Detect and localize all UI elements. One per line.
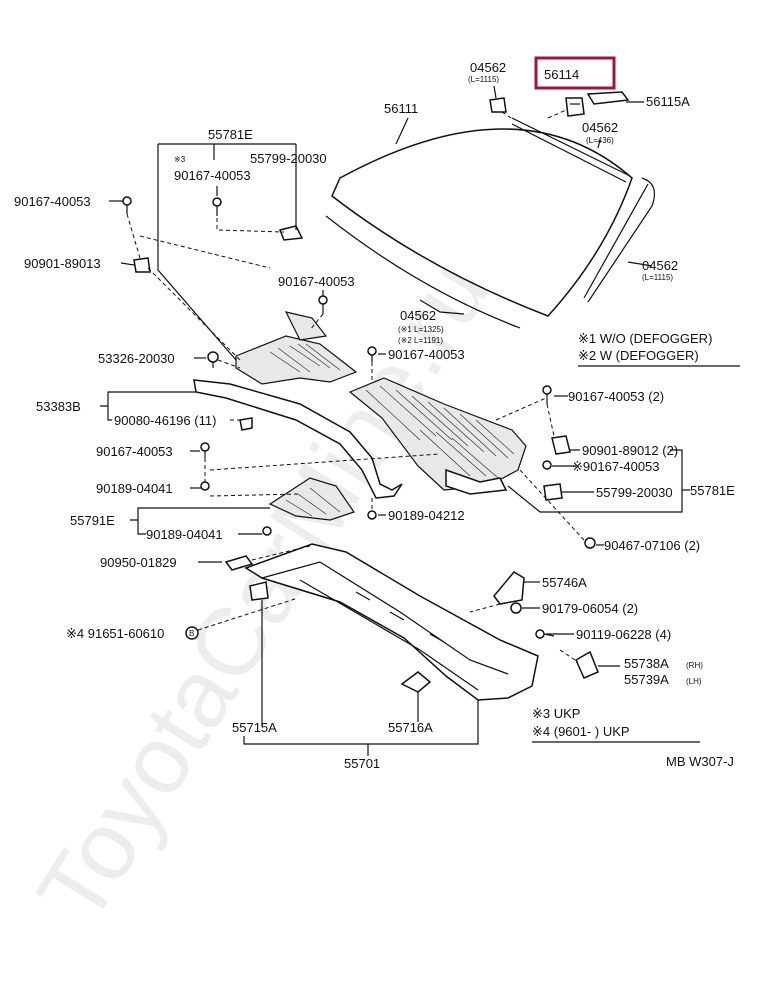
bolt-53326[interactable]: [207, 351, 219, 368]
label-90167-c[interactable]: 90167-40053: [388, 347, 465, 362]
label-90189-c[interactable]: 90189-04212: [388, 508, 465, 523]
label-90467[interactable]: 90467-07106 (2): [604, 538, 700, 553]
label-55799-top[interactable]: 55799-20030: [250, 151, 327, 166]
label-55791E[interactable]: 55791E: [70, 513, 115, 528]
label-90189-a[interactable]: 90189-04041: [96, 481, 173, 496]
label-04562-bottom[interactable]: 04562: [400, 308, 436, 323]
nut-90467[interactable]: [584, 537, 596, 549]
bolt-90167-b[interactable]: [318, 295, 328, 314]
label-55799-r[interactable]: 55799-20030: [596, 485, 673, 500]
clip-55799-r[interactable]: [543, 483, 563, 501]
leader-lines: [100, 85, 740, 756]
label-53326[interactable]: 53326-20030: [98, 351, 175, 366]
label-90080[interactable]: 90080-46196 (11): [114, 413, 216, 428]
label-04562-bottom-sub1: (※1 L=1325): [398, 325, 444, 334]
label-note3: ※3: [174, 155, 186, 164]
label-90901-r[interactable]: 90901-89012 (2): [582, 443, 678, 458]
bracket-55716A[interactable]: [400, 671, 432, 693]
label-90167-a[interactable]: 90167-40053: [174, 168, 251, 183]
cowl-panel-55701[interactable]: [244, 543, 539, 701]
label-04562-bottom-sub2: (※2 L=1191): [398, 336, 443, 345]
bolt-90167-e[interactable]: [200, 442, 210, 458]
label-90189-b[interactable]: 90189-04041: [146, 527, 223, 542]
bracket-55781E-left[interactable]: [235, 311, 358, 385]
rail-53383B[interactable]: [193, 379, 403, 499]
nut-90189-c[interactable]: [367, 510, 377, 520]
label-04562-mid[interactable]: 04562: [582, 120, 618, 135]
label-04562-mid-sub: (L=436): [586, 136, 614, 145]
clip-90901-r[interactable]: [551, 435, 571, 455]
bracket-55746A[interactable]: [493, 571, 525, 605]
label-55781E-r[interactable]: 55781E: [690, 483, 735, 498]
clip-90080[interactable]: [239, 417, 253, 431]
clip-55799-top[interactable]: [278, 225, 304, 241]
label-90179[interactable]: 90179-06054 (2): [542, 601, 638, 616]
highlight-box-56114: [534, 56, 616, 90]
clip-04562-top[interactable]: [489, 97, 507, 113]
label-04562-top-sub: (L=1115): [468, 75, 499, 84]
bracket-55715A[interactable]: [249, 581, 269, 601]
svg-text:B: B: [189, 629, 194, 638]
label-90167-b[interactable]: 90167-40053: [278, 274, 355, 289]
clip-90901-left[interactable]: [133, 257, 151, 273]
nut-90189-a[interactable]: [200, 481, 210, 491]
label-90119[interactable]: 90119-06228 (4): [576, 627, 671, 642]
label-90167-f[interactable]: ※90167-40053: [572, 459, 660, 474]
bolt-90167-left[interactable]: [122, 196, 132, 214]
clip-56115A[interactable]: [586, 91, 630, 105]
label-55738A-sub: (RH): [686, 661, 703, 670]
label-90950[interactable]: 90950-01829: [100, 555, 177, 570]
label-04562-right[interactable]: 04562: [642, 258, 678, 273]
legend-note2: ※2 W (DEFOGGER): [578, 348, 699, 363]
bolt-90167-top[interactable]: [212, 197, 222, 216]
bracket-55738A[interactable]: [575, 650, 599, 679]
molding-right[interactable]: [583, 177, 655, 303]
label-55715A[interactable]: 55715A: [232, 720, 277, 735]
reference-code: MB W307-J: [666, 754, 734, 769]
label-55781E-top[interactable]: 55781E: [208, 127, 253, 142]
nut-90179[interactable]: [510, 602, 522, 614]
bolt-90167-d[interactable]: [542, 385, 552, 404]
bracket-55791E[interactable]: [268, 477, 355, 521]
bolt-90167-f[interactable]: [542, 460, 552, 470]
label-56114[interactable]: 56114: [544, 67, 579, 82]
bolt-90119[interactable]: [535, 629, 555, 639]
windshield-glass[interactable]: [325, 128, 633, 329]
clip-56114[interactable]: [565, 97, 585, 117]
label-90167-left[interactable]: 90167-40053: [14, 194, 91, 209]
clip-91651[interactable]: B: [185, 626, 199, 640]
cap-90950[interactable]: [224, 555, 254, 571]
label-90901-left[interactable]: 90901-89013: [24, 256, 101, 271]
label-90167-d[interactable]: 90167-40053 (2): [568, 389, 664, 404]
label-04562-top[interactable]: 04562: [470, 60, 506, 75]
label-90167-e[interactable]: 90167-40053: [96, 444, 173, 459]
labels: 04562 (L=1115) 56114 56115A 56111 04562 …: [14, 60, 735, 771]
label-55701[interactable]: 55701: [344, 756, 380, 771]
label-55738A[interactable]: 55738A: [624, 656, 669, 671]
label-55746A[interactable]: 55746A: [542, 575, 587, 590]
label-55739A-sub: (LH): [686, 677, 702, 686]
label-56111[interactable]: 56111: [384, 101, 418, 116]
label-56115A[interactable]: 56115A: [646, 94, 690, 109]
cowl-panel-55781E[interactable]: [348, 377, 527, 495]
label-53383B[interactable]: 53383B: [36, 399, 81, 414]
nut-90189-b[interactable]: [262, 526, 272, 536]
label-04562-right-sub: (L=1115): [642, 273, 673, 282]
molding-top[interactable]: [511, 117, 631, 183]
legend-note3: ※3 UKP: [532, 706, 580, 721]
label-55739A[interactable]: 55739A: [624, 672, 669, 687]
bolt-90167-c[interactable]: [367, 346, 377, 362]
label-91651[interactable]: ※4 91651-60610: [66, 626, 164, 641]
legend-note4: ※4 (9601- ) UKP: [532, 724, 630, 739]
legend-note1: ※1 W/O (DEFOGGER): [578, 331, 712, 346]
label-55716A[interactable]: 55716A: [388, 720, 433, 735]
